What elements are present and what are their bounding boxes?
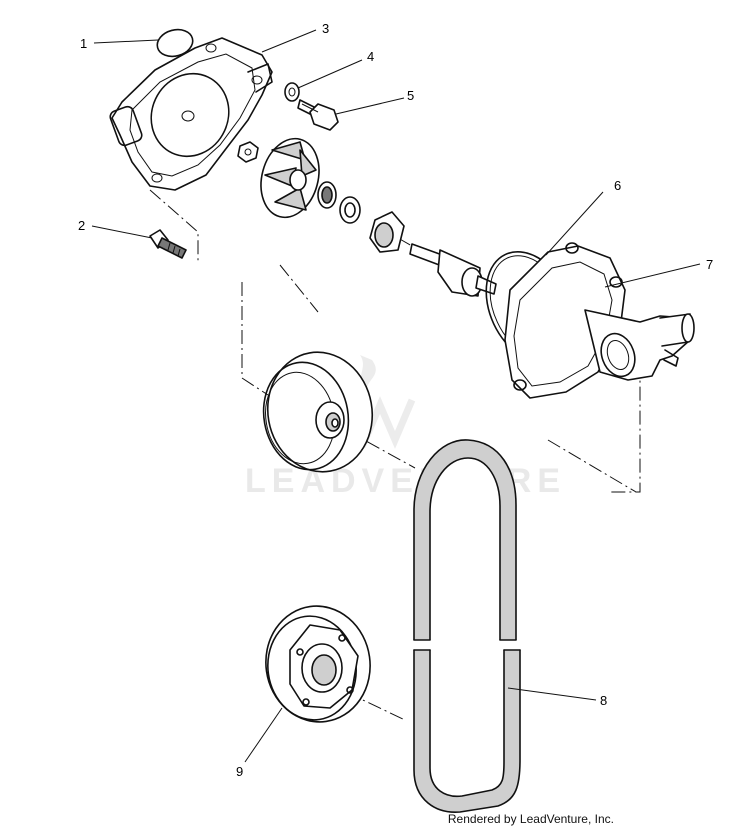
pump-seals [317,181,405,253]
callout-5: 5 [407,88,414,103]
callout-3: 3 [322,21,329,36]
callouts: 1 2 3 4 5 6 7 8 9 [78,21,713,779]
pump-pulley [262,351,374,473]
part-8-drive-belt [405,439,525,813]
callout-4: 4 [367,49,374,64]
part-2-screw [149,229,187,259]
part-1-o-ring [156,28,194,58]
impeller-nut [237,141,259,163]
leader-lines [91,29,701,763]
watermark-text: LEADVENTURE [245,462,566,500]
part-5-bolt [297,99,339,131]
callout-6: 6 [614,178,621,193]
pump-shaft [409,243,497,297]
impeller [260,137,320,219]
callout-7: 7 [706,257,713,272]
part-4-washer [284,82,300,102]
part-3-pump-cover [109,37,273,191]
callout-1: 1 [80,36,87,51]
callout-9: 9 [236,764,243,779]
render-credit: Rendered by LeadVenture, Inc. [447,812,614,826]
callout-2: 2 [78,218,85,233]
part-7-pump-body [504,242,695,399]
callout-8: 8 [600,693,607,708]
part-9-drive-pulley [265,605,371,723]
